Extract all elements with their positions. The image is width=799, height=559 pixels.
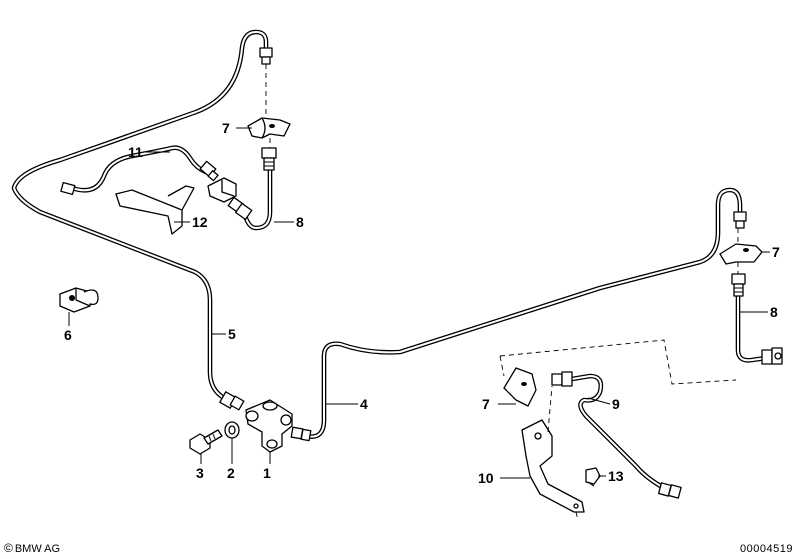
copyright-notice: ©BMW AG bbox=[4, 541, 60, 555]
assembly-guides bbox=[265, 64, 739, 521]
pipe-clamp-lower bbox=[503, 367, 537, 407]
brake-lines bbox=[11, 29, 769, 491]
callout-3: 3 bbox=[196, 465, 204, 481]
pipe-clamp-right bbox=[719, 243, 763, 265]
copyright-holder: BMW AG bbox=[14, 543, 61, 555]
callout-1: 1 bbox=[263, 465, 271, 481]
callout-4: 4 bbox=[360, 396, 368, 412]
callout-10: 10 bbox=[478, 470, 494, 486]
leader-lines bbox=[68, 127, 770, 479]
brake-distributor bbox=[245, 399, 293, 453]
pipe-unions bbox=[60, 47, 783, 499]
callout-13: 13 bbox=[608, 468, 624, 484]
hose-fitting-right-end bbox=[761, 347, 783, 365]
callout-labels: 7 11 12 8 6 5 4 3 2 1 7 8 7 9 10 13 bbox=[64, 120, 780, 486]
pipe-clamp-top bbox=[247, 117, 291, 139]
hose-fitting-right-top bbox=[731, 273, 746, 297]
callout-8-right: 8 bbox=[770, 304, 778, 320]
callout-7-lower: 7 bbox=[482, 396, 490, 412]
union-nut-top bbox=[259, 47, 273, 65]
union-nut-right-top bbox=[733, 211, 747, 229]
union-nut-distributor-left bbox=[219, 391, 245, 411]
union-nut-left bbox=[60, 181, 76, 196]
copyright-symbol: © bbox=[4, 541, 13, 555]
callout-5: 5 bbox=[228, 326, 236, 342]
clip-13 bbox=[585, 467, 601, 487]
callout-7-right: 7 bbox=[772, 244, 780, 260]
hose-fitting-upper bbox=[261, 147, 277, 171]
union-nut-distributor-right bbox=[290, 426, 312, 442]
bracket-10 bbox=[521, 419, 585, 513]
callout-8-upper: 8 bbox=[296, 214, 304, 230]
bracket-12 bbox=[115, 185, 195, 235]
callout-2: 2 bbox=[227, 465, 235, 481]
pipe-clamp-upper bbox=[207, 177, 237, 203]
hose-fitting-lower bbox=[227, 196, 253, 221]
union-nut-line-9-end bbox=[657, 482, 682, 499]
callout-6: 6 bbox=[64, 327, 72, 343]
union-nut-line-11 bbox=[199, 160, 219, 182]
brake-hose-8-upper bbox=[241, 165, 273, 231]
parts-diagram: 7 11 12 8 6 5 4 3 2 1 7 8 7 9 10 13 bbox=[11, 29, 783, 521]
document-number: 00004519 bbox=[740, 543, 793, 555]
callout-11: 11 bbox=[128, 144, 143, 160]
washer bbox=[224, 421, 240, 439]
callout-12: 12 bbox=[192, 214, 208, 230]
callout-7-top: 7 bbox=[222, 120, 230, 136]
union-nut-line-9-start bbox=[551, 371, 573, 387]
bolt bbox=[189, 429, 223, 455]
grommet-clip bbox=[59, 287, 99, 313]
callout-9: 9 bbox=[612, 396, 620, 412]
